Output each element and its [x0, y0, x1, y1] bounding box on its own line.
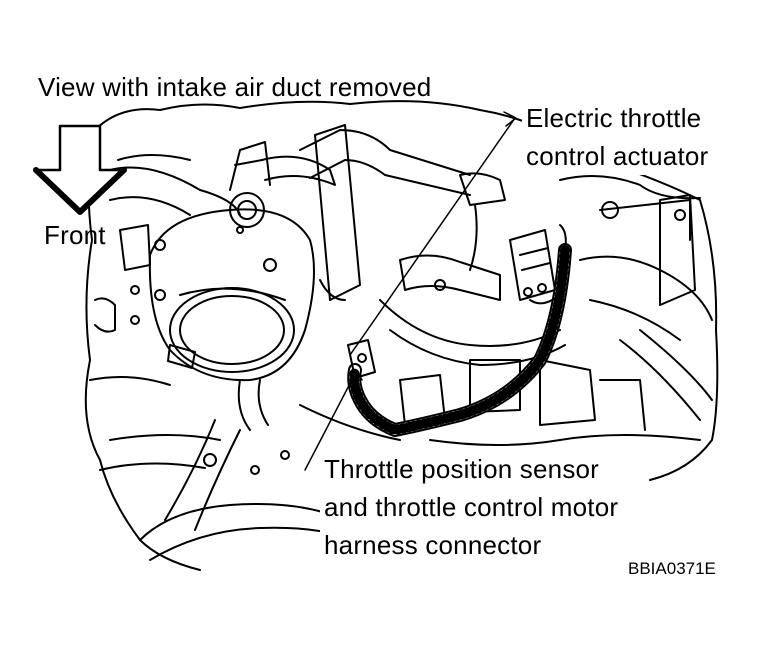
- leader-actuator: [349, 117, 516, 356]
- callout-connector-line-1: Throttle position sensor: [320, 450, 604, 488]
- throttle-body: [148, 208, 315, 382]
- actuator-connector: [509, 229, 556, 301]
- coolant-pipe: [261, 155, 336, 186]
- lower-hose: [237, 379, 269, 431]
- throttle-bore-inner: [179, 295, 285, 365]
- leader-connector: [304, 371, 357, 471]
- pulley-lower-left: [139, 503, 346, 541]
- callout-connector-line-2: and throttle control motor: [320, 488, 623, 526]
- callout-actuator-line-2: control actuator: [522, 137, 713, 175]
- callout-actuator-line-1: Electric throttle: [522, 99, 706, 137]
- front-arrow-icon: [36, 124, 124, 212]
- view-caption: View with intake air duct removed: [38, 72, 432, 102]
- figure-code: BBIA0371E: [628, 559, 716, 578]
- callout-connector-line-3: harness connector: [320, 526, 546, 564]
- harness-connector: [347, 339, 376, 379]
- throttle-bore: [169, 287, 295, 373]
- front-label: Front: [44, 220, 106, 250]
- sensor-cap: [229, 192, 265, 228]
- intake-hose: [109, 154, 241, 216]
